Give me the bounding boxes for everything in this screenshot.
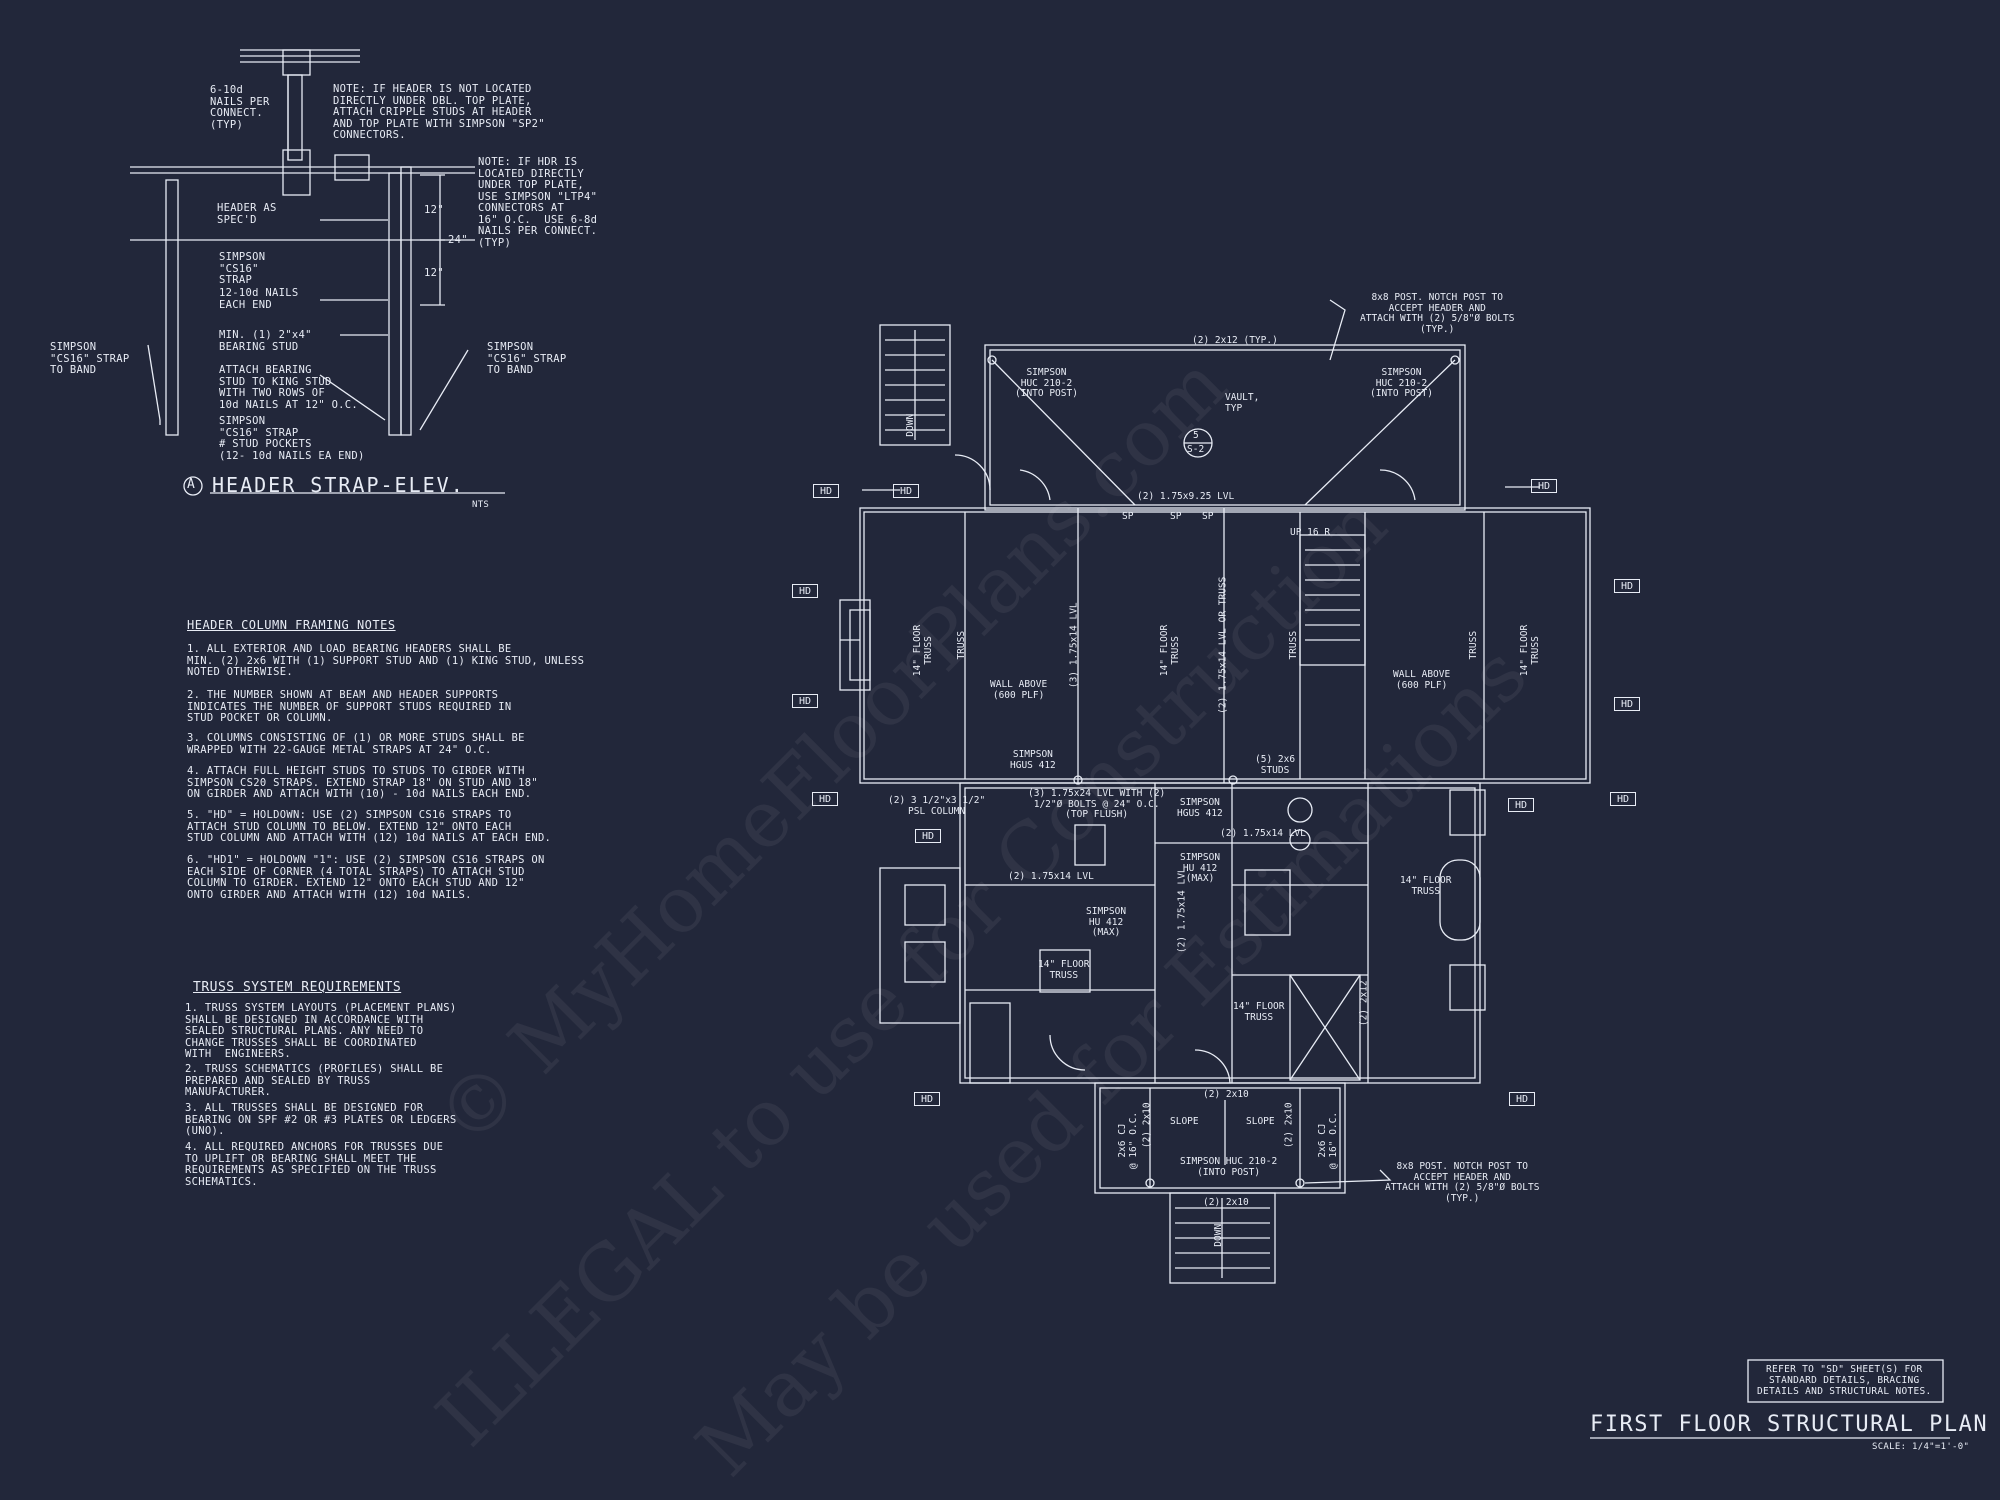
label-truss-vertical-2: TRUSS xyxy=(1288,630,1300,660)
label-floor-truss-3: 14" FLOOR TRUSS xyxy=(1519,624,1541,677)
refer-note: REFER TO "SD" SHEET(S) FOR STANDARD DETA… xyxy=(1757,1364,1932,1397)
detail-nails-per-connect: 6-10d NAILS PER CONNECT. (TYP) xyxy=(210,84,270,131)
label-hu412-a: SIMPSON HU 412 (MAX) xyxy=(1180,852,1221,884)
hd-tag-1: HD xyxy=(813,484,839,498)
label-slope-2: SLOPE xyxy=(1246,1116,1275,1127)
label-huc-left: SIMPSON HUC 210-2 (INTO POST) xyxy=(1015,367,1078,399)
label-hgus-left: SIMPSON HGUS 412 xyxy=(1010,749,1056,771)
header-note-3: 3. COLUMNS CONSISTING OF (1) OR MORE STU… xyxy=(187,732,525,756)
detail-bearing-stud: MIN. (1) 2"x4" BEARING STUD xyxy=(219,329,312,353)
detail-note-hdr: NOTE: IF HDR IS LOCATED DIRECTLY UNDER T… xyxy=(478,156,598,249)
detail-strap-band-right: SIMPSON "CS16" STRAP TO BAND xyxy=(487,341,567,376)
label-wall-above-1: WALL ABOVE (600 PLF) xyxy=(990,679,1048,701)
truss-note-4: 4. ALL REQUIRED ANCHORS FOR TRUSSES DUE … xyxy=(185,1141,444,1188)
header-note-6: 6. "HD1" = HOLDOWN "1": USE (2) SIMPSON … xyxy=(187,854,545,901)
hd-tag-10: HD xyxy=(1508,798,1534,812)
detail-stud-pockets: SIMPSON "CS16" STRAP # STUD POCKETS (12-… xyxy=(219,415,365,462)
label-cj-left: 2x6 CJ @ 16" O.C. xyxy=(1117,1111,1139,1170)
hd-tag-8: HD xyxy=(812,792,838,806)
detail-strap-band-left: SIMPSON "CS16" STRAP TO BAND xyxy=(50,341,130,376)
hd-tag-6: HD xyxy=(792,694,818,708)
label-v-2x12: (2) 2x12 xyxy=(1358,980,1370,1027)
detail-attach-bearing: ATTACH BEARING STUD TO KING STUD WITH TW… xyxy=(219,364,359,411)
header-notes-title: HEADER COLUMN FRAMING NOTES xyxy=(187,618,396,632)
section-marker-top: 5 xyxy=(1193,430,1199,441)
label-lvl-175x14-b: (2) 1.75x14 LVL xyxy=(1008,871,1094,882)
truss-note-1: 1. TRUSS SYSTEM LAYOUTS (PLACEMENT PLANS… xyxy=(185,1002,457,1060)
label-truss-vertical-3: TRUSS xyxy=(1468,630,1480,660)
header-note-1: 1. ALL EXTERIOR AND LOAD BEARING HEADERS… xyxy=(187,643,585,678)
plan-title: FIRST FLOOR STRUCTURAL PLAN xyxy=(1590,1412,1989,1437)
label-cj-right: 2x6 CJ @ 16" O.C. xyxy=(1317,1111,1339,1170)
label-floor-truss-2: 14" FLOOR TRUSS xyxy=(1159,624,1181,677)
detail-nails-each-end: 12-10d NAILS EACH END xyxy=(219,287,299,311)
hd-tag-3: HD xyxy=(1531,479,1557,493)
label-up-16r: UP 16 R xyxy=(1290,527,1331,538)
label-lvl-vertical-2: (2) 1.75x14 LVL OR TRUSS xyxy=(1217,576,1229,714)
label-down-top: DOWN xyxy=(905,413,917,437)
label-top-2x12: (2) 2x12 (TYP.) xyxy=(1192,335,1278,346)
label-porch-2x10-left: (2) 2x10 xyxy=(1141,1102,1153,1149)
hd-tag-12: HD xyxy=(914,1092,940,1106)
detail-dim-12-top: 12" xyxy=(424,204,444,216)
truss-note-2: 2. TRUSS SCHEMATICS (PROFILES) SHALL BE … xyxy=(185,1063,444,1098)
label-lvl-vertical-1: (3) 1.75x14 LVL xyxy=(1068,602,1080,689)
detail-title: HEADER STRAP-ELEV. xyxy=(212,473,465,497)
detail-scale: NTS xyxy=(472,500,490,510)
label-floor-truss-6: 14" FLOOR TRUSS xyxy=(1233,1001,1285,1023)
hd-tag-2: HD xyxy=(893,484,919,498)
detail-marker: A xyxy=(187,477,195,492)
label-hu412-b: SIMPSON HU 412 (MAX) xyxy=(1086,906,1127,938)
header-strap-detail-lines xyxy=(130,49,505,496)
label-slope-1: SLOPE xyxy=(1170,1116,1199,1127)
label-vault: VAULT, TYP xyxy=(1225,392,1260,414)
label-huc-porch: SIMPSON HUC 210-2 (INTO POST) xyxy=(1180,1156,1278,1178)
label-post-top: 8x8 POST. NOTCH POST TO ACCEPT HEADER AN… xyxy=(1360,292,1515,335)
hd-tag-7: HD xyxy=(1614,697,1640,711)
header-note-5: 5. "HD" = HOLDOWN: USE (2) SIMPSON CS16 … xyxy=(187,809,552,844)
label-porch-2x10-top: (2) 2x10 xyxy=(1203,1089,1249,1100)
truss-notes-title: TRUSS SYSTEM REQUIREMENTS xyxy=(193,980,402,995)
section-marker-bottom: S-2 xyxy=(1187,444,1205,455)
label-porch-2x10-right: (2) 2x10 xyxy=(1283,1102,1295,1149)
header-note-4: 4. ATTACH FULL HEIGHT STUDS TO STUDS TO … xyxy=(187,765,538,800)
label-lvl-175x14-a: (2) 1.75x14 LVL xyxy=(1220,828,1306,839)
hd-tag-13: HD xyxy=(1509,1092,1535,1106)
label-porch-2x10-bottom: (2) 2x10 xyxy=(1203,1197,1249,1208)
label-huc-right: SIMPSON HUC 210-2 (INTO POST) xyxy=(1370,367,1433,399)
detail-cs16-strap: SIMPSON "CS16" STRAP xyxy=(219,251,266,286)
hd-tag-5: HD xyxy=(1614,579,1640,593)
detail-note-top: NOTE: IF HEADER IS NOT LOCATED DIRECTLY … xyxy=(333,83,545,141)
label-post-bottom: 8x8 POST. NOTCH POST TO ACCEPT HEADER AN… xyxy=(1385,1161,1540,1204)
header-note-2: 2. THE NUMBER SHOWN AT BEAM AND HEADER S… xyxy=(187,689,512,724)
hd-tag-4: HD xyxy=(792,584,818,598)
hd-tag-11: HD xyxy=(915,829,941,843)
detail-header-as: HEADER AS SPEC'D xyxy=(217,202,277,226)
label-hgus-right: SIMPSON HGUS 412 xyxy=(1177,797,1223,819)
detail-dim-12-bottom: 12" xyxy=(424,267,444,279)
label-lvl-mid: (3) 1.75x24 LVL WITH (2) 1/2"Ø BOLTS @ 2… xyxy=(1028,788,1166,820)
label-sp-3: SP xyxy=(1202,511,1214,522)
floor-plan-lines xyxy=(839,299,1950,1439)
label-lvl-top: (2) 1.75x9.25 LVL xyxy=(1137,491,1235,502)
label-sp-1: SP xyxy=(1122,511,1134,522)
label-down-bottom: DOWN xyxy=(1213,1223,1225,1247)
label-psl-column: (2) 3 1/2"x3 1/2" PSL COLUMN xyxy=(888,795,986,817)
label-truss-vertical-1: TRUSS xyxy=(956,630,968,660)
plan-scale: SCALE: 1/4"=1'-0" xyxy=(1872,1442,1970,1452)
label-floor-truss-5: 14" FLOOR TRUSS xyxy=(1038,959,1090,981)
hd-tag-9: HD xyxy=(1610,792,1636,806)
label-floor-truss-1: 14" FLOOR TRUSS xyxy=(912,624,934,677)
detail-dim-24: 24" xyxy=(448,234,468,246)
label-studs-2x6: (5) 2x6 STUDS xyxy=(1255,754,1296,776)
label-sp-2: SP xyxy=(1170,511,1182,522)
label-wall-above-2: WALL ABOVE (600 PLF) xyxy=(1393,669,1451,691)
label-floor-truss-4: 14" FLOOR TRUSS xyxy=(1400,875,1452,897)
truss-note-3: 3. ALL TRUSSES SHALL BE DESIGNED FOR BEA… xyxy=(185,1102,457,1137)
